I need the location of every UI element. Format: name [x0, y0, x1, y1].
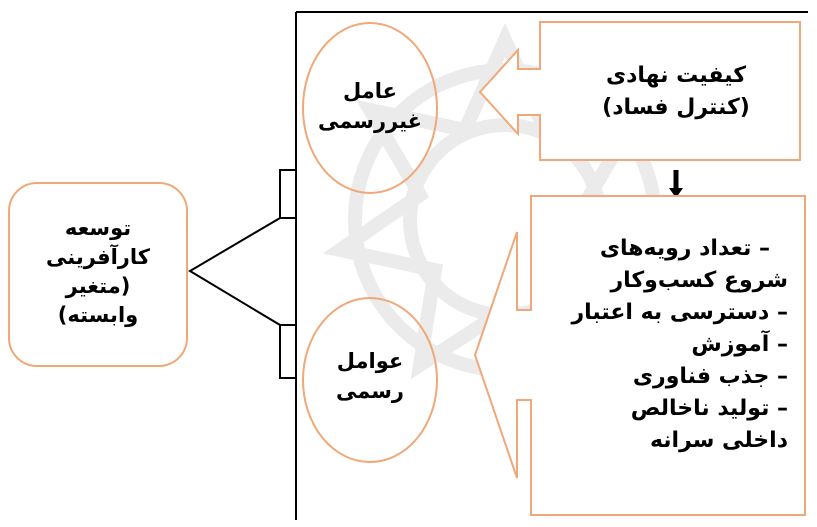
dependent-variable-box [8, 182, 188, 367]
informal-factor-circle [302, 22, 438, 194]
informal-line-1: عامل [343, 79, 397, 103]
component-line-6: – تولید ناخالص [630, 396, 788, 421]
dependent-line-1: توسعه [64, 216, 132, 240]
informal-factor-label: عامل غیررسمی [303, 76, 437, 136]
formal-factor-label: عوامل رسمی [303, 346, 437, 406]
component-line-2: شروع کسب‌وکار [610, 268, 788, 293]
formal-components-list: – تعداد رویه‌های شروع کسب‌وکار – دسترسی … [540, 233, 788, 457]
formal-line-1: عوامل [336, 349, 404, 373]
formal-components-arrow-box [473, 195, 806, 516]
component-line-3: – دسترسی به اعتبار [571, 300, 788, 325]
institutional-quality-arrow-box [478, 21, 801, 161]
formal-factor-circle [302, 297, 438, 463]
down-arrow-head [669, 188, 683, 198]
component-line-5: – جذب فناوری [632, 364, 788, 389]
formal-line-2: رسمی [335, 379, 405, 403]
informal-line-2: غیررسمی [317, 109, 423, 133]
left-arrow-connector [188, 169, 296, 379]
component-line-4: – آموزش [691, 332, 788, 357]
institutional-quality-label: کیفیت نهادی (کنترل فساد) [560, 60, 792, 124]
dependent-line-4: وابسته) [57, 303, 139, 327]
dependent-variable-label: توسعه کارآفرینی (متغیر وابسته) [9, 214, 187, 330]
component-line-7: داخلی سرانه [649, 428, 788, 453]
institutional-line-1: کیفیت نهادی [605, 63, 747, 88]
dependent-line-2: کارآفرینی [46, 245, 150, 269]
connectors [188, 11, 808, 520]
component-line-1: – تعداد رویه‌های [599, 236, 770, 261]
institutional-line-2: (کنترل فساد) [602, 95, 750, 120]
dependent-line-3: (متغیر [65, 274, 131, 298]
